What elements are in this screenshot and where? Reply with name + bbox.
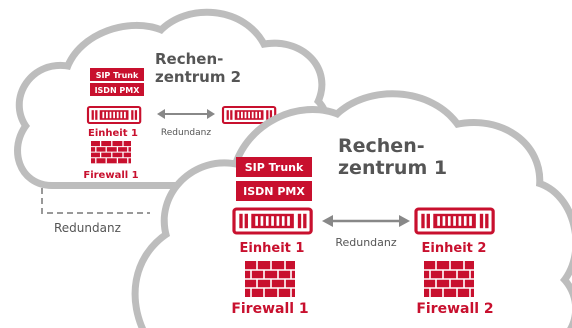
dc2-unit-1-label: Einheit 1: [88, 128, 138, 139]
dc2-firewall-icon: [90, 140, 132, 164]
dc1-unit-2-icon: [414, 207, 495, 235]
dc1-isdn-pmx-label: ISDN PMX: [243, 185, 305, 198]
dc2-sip-trunk-label: SIP Trunk: [96, 71, 139, 80]
link-redundancy-label: Redundanz: [54, 221, 121, 235]
dc2-redundancy-label: Redundanz: [161, 128, 211, 138]
dc1-arrow-left-head: [322, 215, 333, 227]
dc1-title-line2: zentrum 1: [338, 157, 447, 179]
dc1-sip-trunk-label: SIP Trunk: [245, 161, 304, 174]
dc2-arrow-left-head: [157, 109, 165, 119]
dc2-firewall-label: Firewall 1: [83, 170, 138, 181]
dc1-unit-1-label: Einheit 1: [240, 241, 305, 256]
dc1-redundancy-label: Redundanz: [335, 236, 397, 249]
dc1-firewall-2-label: Firewall 2: [416, 301, 493, 317]
dc1-firewall-1-icon: [244, 260, 296, 298]
dc2-arrow-right-head: [207, 109, 215, 119]
redundancy-dashed-link: [41, 188, 150, 214]
dc1-sip-trunk-box: [236, 157, 312, 177]
dc1-title-line1: Rechen-: [338, 135, 425, 157]
dc2-title-line2: zentrum 2: [155, 68, 241, 86]
dc2-title-line1: Rechen-: [155, 50, 223, 68]
dc2-unit-1-icon: [86, 105, 142, 125]
dc1-arrow-right-head: [399, 215, 410, 227]
dc1-firewall-1-label: Firewall 1: [231, 301, 308, 317]
dc2-isdn-pmx-label: ISDN PMX: [95, 86, 141, 95]
dc1-unit-2-label: Einheit 2: [422, 241, 487, 256]
dc1-firewall-2-icon: [423, 260, 475, 298]
dc1-isdn-pmx-box: [236, 181, 312, 201]
dc2-sip-trunk-box: [90, 68, 144, 81]
dc2-isdn-pmx-box: [90, 83, 144, 96]
dc1-unit-1-icon: [232, 207, 313, 235]
